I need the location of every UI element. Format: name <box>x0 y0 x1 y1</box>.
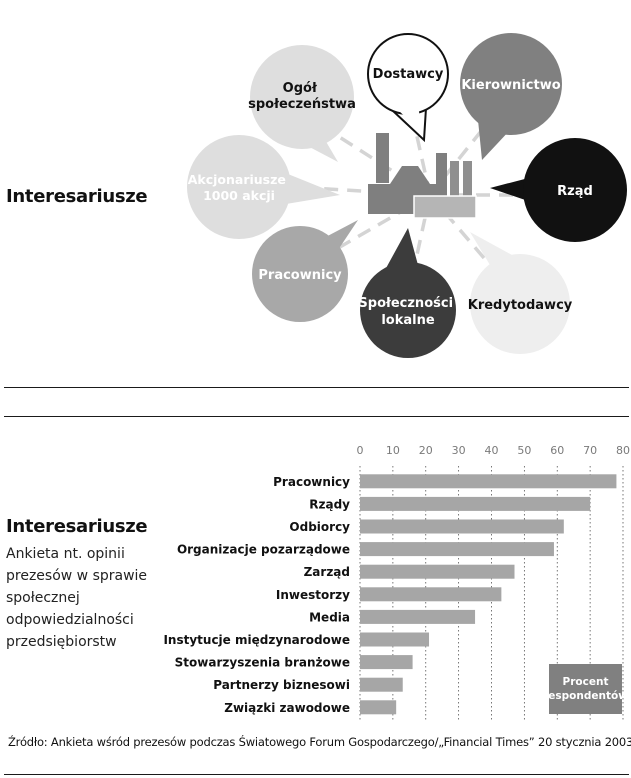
x-tick-label: 40 <box>485 444 499 457</box>
bar-chart: 0 10 20 30 40 50 60 70 80PracownicyRządyOdbiorcy… <box>163 444 630 721</box>
source-note: Źródło: Ankieta wśród prezesów podczas Ś… <box>8 735 631 749</box>
node-label-dostawcy: Dostawcy <box>373 67 444 82</box>
top-divider <box>4 387 629 388</box>
node-akcjonariusze: Akcjonariusze 1000 akcji <box>187 135 340 239</box>
node-label-line: Akcjonariusze <box>188 172 286 187</box>
node-label-ogol: Ogół społeczeństwa <box>248 81 356 112</box>
node-spolecznosci-lokalne: Społeczności lokalne <box>358 228 457 358</box>
node-label-line: 1000 akcji <box>203 188 275 203</box>
node-label-line: społeczeństwa <box>248 97 356 112</box>
category-label: Media <box>309 610 350 624</box>
bar <box>360 655 413 670</box>
x-tick-label: 10 <box>386 444 400 457</box>
bar <box>360 587 502 602</box>
node-ogol-spoleczenstwa: Ogół społeczeństwa <box>248 45 356 162</box>
node-label-line: lokalne <box>381 313 435 328</box>
node-label-line: Ogół <box>283 81 318 96</box>
node-rzad: Rząd <box>490 138 627 242</box>
chart-title: Interesariusze <box>6 516 148 537</box>
bar <box>360 677 403 692</box>
node-kierownictwo: Kierownictwo <box>460 33 562 160</box>
stakeholder-diagram: Ogół społeczeństwa Dostawcy Kierownictwo… <box>187 33 627 358</box>
node-label-kierownictwo: Kierownictwo <box>461 78 560 93</box>
category-label: Pracownicy <box>273 475 350 489</box>
node-pracownicy: Pracownicy <box>252 220 358 322</box>
chart-subtitle: Ankieta nt. opinii prezesów w sprawie sp… <box>6 546 148 650</box>
chart-legend: Procent respondentów <box>543 664 628 714</box>
diagram-title: Interesariusze <box>6 186 148 207</box>
x-tick-label: 20 <box>419 444 433 457</box>
bar <box>360 496 591 511</box>
category-label: Zarząd <box>304 565 350 579</box>
bottom-divider <box>4 774 629 775</box>
category-label: Związki zawodowe <box>224 701 350 715</box>
legend-label-line: respondentów <box>543 690 628 702</box>
bar <box>360 564 515 579</box>
x-tick-label: 80 <box>616 444 630 457</box>
factory-icon <box>368 133 477 219</box>
legend-label-line: Procent <box>562 676 609 688</box>
bar <box>360 474 617 489</box>
x-tick-label: 50 <box>517 444 531 457</box>
x-tick-label: 70 <box>583 444 597 457</box>
x-tick-label: 30 <box>452 444 466 457</box>
bar <box>360 519 564 534</box>
bar <box>360 609 476 624</box>
x-tick-label: 60 <box>550 444 564 457</box>
bar <box>360 542 554 557</box>
category-label: Odbiorcy <box>289 520 350 534</box>
bar <box>360 632 430 647</box>
node-label-spolecznosci: Społeczności lokalne <box>358 296 457 328</box>
node-label-rzad: Rząd <box>557 184 593 199</box>
category-label: Partnerzy biznesowi <box>213 678 350 692</box>
node-label-kredytodawcy: Kredytodawcy <box>468 298 573 313</box>
node-label-akcjonariusze: Akcjonariusze 1000 akcji <box>188 172 291 203</box>
category-label: Stowarzyszenia branżowe <box>175 656 350 670</box>
category-label: Inwestorzy <box>276 588 350 602</box>
category-label: Rządy <box>309 497 350 511</box>
x-tick-label: 0 <box>357 444 364 457</box>
node-kredytodawcy: Kredytodawcy <box>468 232 573 354</box>
category-label: Organizacje pozarządowe <box>177 543 350 557</box>
bar <box>360 700 397 715</box>
node-label-line: Społeczności <box>358 296 453 311</box>
node-dostawcy: Dostawcy <box>367 33 449 143</box>
node-label-pracownicy: Pracownicy <box>258 268 342 283</box>
middle-divider <box>4 416 629 417</box>
category-label: Instytucje międzynarodowe <box>163 633 350 647</box>
